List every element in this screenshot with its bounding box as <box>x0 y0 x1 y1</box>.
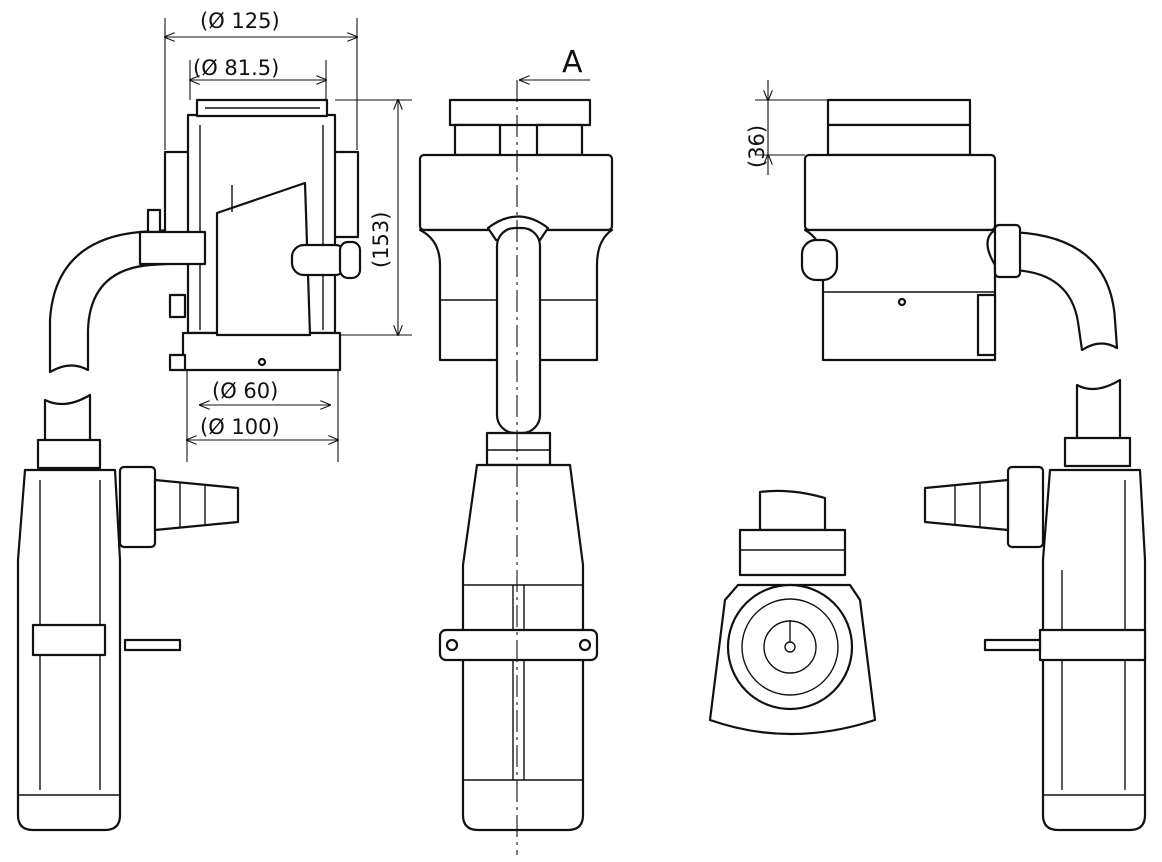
hose-barb <box>153 478 240 532</box>
side-view-top-right: (36) <box>745 80 1119 362</box>
hose-connector-nut <box>118 465 157 549</box>
side-plug <box>290 243 349 277</box>
side-view-bottom-right <box>923 378 1147 832</box>
section-view-top-left: (Ø 125) (Ø 81.5) (153) (Ø 60) (Ø 100) <box>48 9 412 462</box>
view-a-bottom-center <box>708 489 877 736</box>
wall-clamp <box>31 623 107 657</box>
vertical-pipe <box>495 226 542 435</box>
union-nut <box>1063 436 1132 468</box>
union-nut <box>485 431 552 467</box>
inner-funnel <box>215 181 312 337</box>
wall-clamp <box>1038 628 1147 662</box>
dim-rim-height: (36) <box>745 125 769 168</box>
side-plug <box>800 238 839 282</box>
union-nut <box>738 528 847 577</box>
wall-screw <box>983 638 1042 652</box>
wall-screw <box>123 638 182 652</box>
top-rim <box>826 98 972 127</box>
pipe-connector <box>993 223 1022 279</box>
dim-inner-diameter: (Ø 81.5) <box>193 56 279 80</box>
left-clip-lower <box>168 353 187 372</box>
wall-clamp <box>438 628 599 662</box>
outlet-pipe-elbow <box>1008 230 1119 352</box>
trap-body <box>803 153 997 232</box>
section-marker-a: A <box>562 45 583 80</box>
hose-connector-nut <box>1006 465 1045 549</box>
left-clip <box>168 293 187 319</box>
dim-outlet-diameter: (Ø 60) <box>212 379 278 403</box>
dim-height: (153) <box>369 212 393 268</box>
pipe-connector <box>138 230 207 266</box>
union-nut <box>36 438 102 470</box>
dim-outer-diameter: (Ø 125) <box>200 9 280 33</box>
screw-head <box>146 208 162 234</box>
side-view-bottom-left <box>16 393 240 832</box>
outer-ring <box>726 583 854 711</box>
base-hole <box>257 357 267 367</box>
front-view-top-middle: A <box>418 45 614 855</box>
dim-base-diameter: (Ø 100) <box>200 415 280 439</box>
hose-barb <box>923 478 1010 532</box>
top-rim <box>448 98 592 127</box>
pipe-stub <box>1075 378 1122 442</box>
